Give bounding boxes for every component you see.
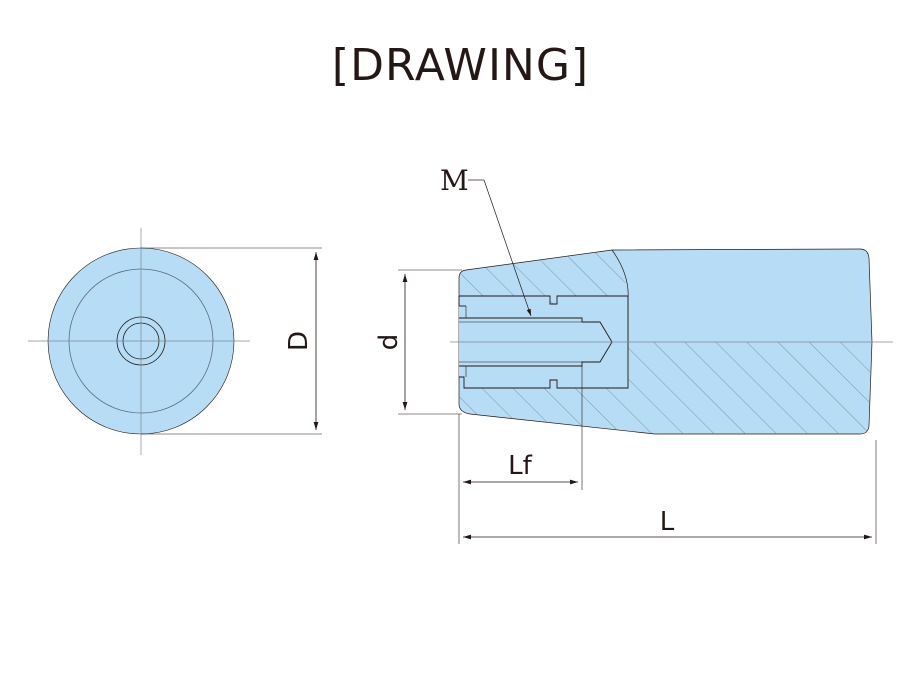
drawing-title: [DRAWING] [331, 40, 590, 91]
label-M: M [440, 164, 469, 197]
side-view [450, 248, 893, 435]
dimension-D: D [141, 247, 322, 435]
label-Lf: Lf [508, 451, 532, 481]
dimension-d: d [374, 269, 462, 415]
dimension-L: L [458, 440, 877, 544]
end-view [28, 228, 250, 455]
label-D: D [284, 331, 314, 351]
label-d: d [374, 334, 404, 351]
label-L: L [660, 507, 675, 537]
leader-M: M [440, 164, 532, 317]
dimension-Lf: Lf [458, 366, 583, 490]
